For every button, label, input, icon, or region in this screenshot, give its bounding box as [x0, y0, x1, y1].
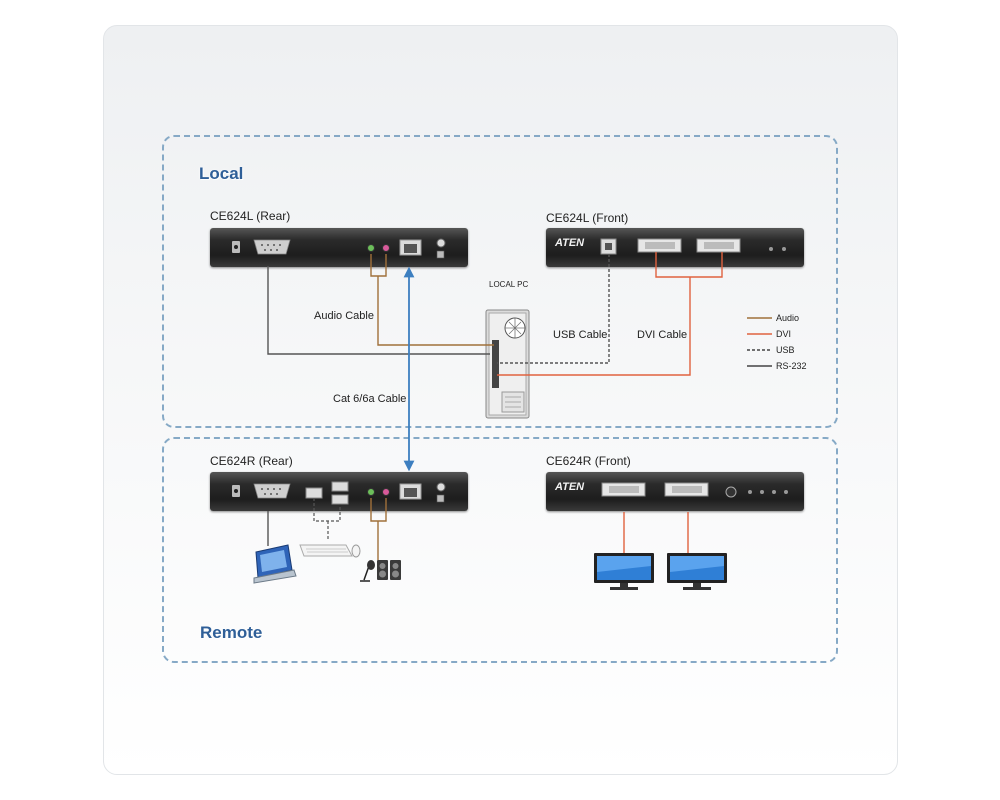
- rs232-cable: [267, 266, 490, 355]
- local-rear-label: CE624L (Rear): [210, 209, 291, 223]
- led-icon: [782, 247, 786, 251]
- usb-a-port-icon: [305, 487, 323, 499]
- led-icon: [748, 490, 752, 494]
- rs232-port-icon: [253, 483, 291, 499]
- local-pc-tower-icon: [485, 309, 530, 419]
- legend-audio-label: Audio: [776, 313, 800, 323]
- keyboard-icon: [299, 544, 353, 557]
- aten-logo: ATEN: [554, 237, 585, 249]
- legend-usb-label: USB: [776, 345, 795, 355]
- usb-cable-remote: [313, 498, 341, 540]
- monitor-icon: [594, 553, 654, 590]
- dvi-port-1-icon: [637, 238, 682, 253]
- serial-touch-terminal-icon: [253, 544, 297, 584]
- usb-a-port-icon: [331, 494, 349, 505]
- remote-front-ports: ATEN: [554, 481, 788, 498]
- led-icon: [784, 490, 788, 494]
- usb-a-port-icon: [331, 481, 349, 492]
- legend-rs232-label: RS-232: [776, 361, 807, 371]
- local-zone-title: Local: [199, 164, 244, 183]
- remote-zone: [162, 437, 838, 663]
- dvi-port-2-icon: [664, 482, 709, 497]
- dvi-port-1-icon: [601, 482, 646, 497]
- ground-screw-icon: [436, 238, 446, 248]
- usb-cable-label: USB Cable: [553, 329, 608, 341]
- rj45-port-icon: [399, 483, 422, 500]
- audio-in-jack-icon: [367, 488, 375, 496]
- switch-icon: [436, 250, 445, 259]
- button-icon: [725, 486, 737, 498]
- rs232-port-icon: [253, 239, 291, 255]
- switch-icon: [436, 494, 445, 503]
- local-zone: [162, 135, 838, 428]
- local-rear-ports: [232, 238, 446, 259]
- audio-cable-remote: [370, 498, 387, 560]
- led-icon: [772, 490, 776, 494]
- remote-zone-title: Remote: [200, 623, 263, 642]
- microphone-icon: [360, 560, 375, 582]
- local-pc-label: LOCAL PC: [489, 280, 529, 289]
- audio-out-jack-icon: [382, 244, 390, 252]
- usb-cable: [497, 254, 610, 364]
- led-icon: [760, 490, 764, 494]
- mouse-icon: [351, 544, 361, 558]
- audio-cable-label: Audio Cable: [314, 310, 374, 322]
- audio-in-jack-icon: [367, 244, 375, 252]
- speakers-icon: [377, 560, 401, 580]
- local-front-label: CE624L (Front): [546, 211, 629, 225]
- led-icon: [769, 247, 773, 251]
- dvi-cable-label: DVI Cable: [637, 329, 688, 341]
- dvi-cable: [497, 252, 723, 376]
- legend-dvi-label: DVI: [776, 329, 792, 339]
- ce624l-rear-unit: [210, 228, 468, 267]
- audio-cable: [370, 254, 494, 346]
- remote-rear-label: CE624R (Rear): [210, 454, 293, 468]
- aten-logo: ATEN: [554, 481, 585, 493]
- usb-b-port-icon: [600, 238, 617, 255]
- remote-front-label: CE624R (Front): [546, 454, 631, 468]
- remote-rear-ports: [232, 481, 446, 505]
- monitor-icon: [667, 553, 727, 590]
- dvi-port-2-icon: [696, 238, 741, 253]
- rj45-port-icon: [399, 239, 422, 256]
- audio-out-jack-icon: [382, 488, 390, 496]
- local-front-ports: ATEN: [554, 237, 786, 255]
- ground-screw-icon: [436, 482, 446, 492]
- cat-cable-label: Cat 6/6a Cable: [333, 393, 407, 405]
